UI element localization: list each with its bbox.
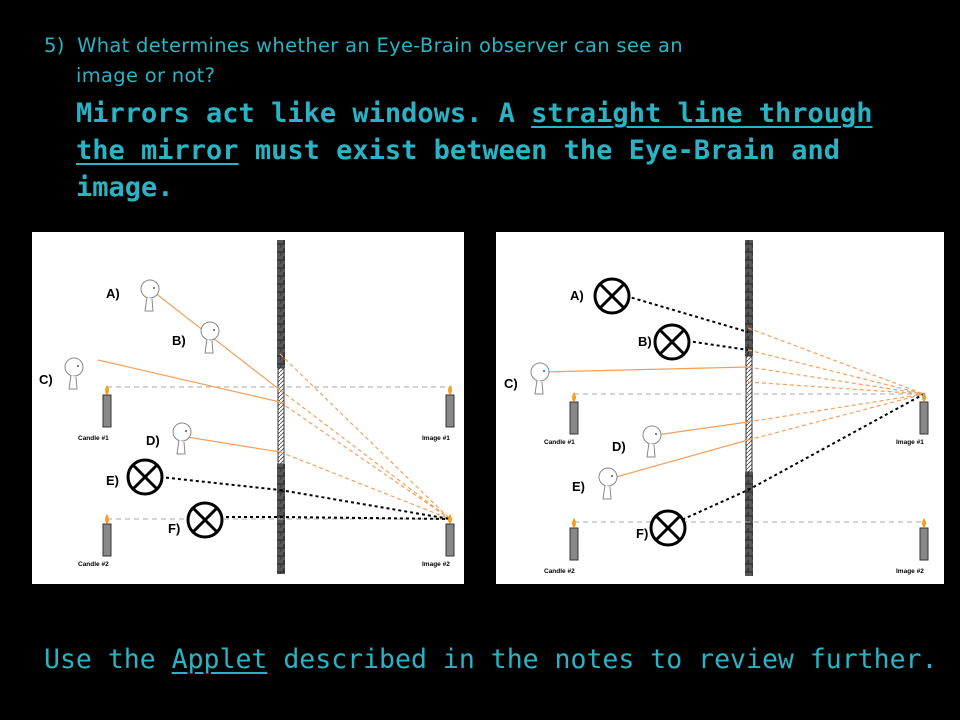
left-wall-top xyxy=(277,240,285,368)
right-image-1-label: Image #1 xyxy=(896,439,924,446)
right-candle-1-icon xyxy=(569,391,579,435)
right-mirror xyxy=(745,355,753,473)
left-rays xyxy=(97,288,451,520)
answer-underline-1: straight line through xyxy=(531,98,873,129)
left-mirror xyxy=(277,367,285,465)
left-observer-a xyxy=(140,279,160,312)
right-label-f: F) xyxy=(636,526,648,541)
left-image-2-icon xyxy=(445,513,455,557)
right-blocked-f-icon xyxy=(649,509,687,547)
left-candle-1-icon xyxy=(102,384,112,428)
left-observer-b xyxy=(200,321,220,354)
right-image-2-label: Image #2 xyxy=(896,568,924,575)
left-diagram: A) B) C) D) E) F) Candle #1 Candle #2 Im… xyxy=(32,232,464,584)
left-candle-2-label: Candle #2 xyxy=(78,561,109,568)
right-rays xyxy=(543,327,925,478)
left-image-1-label: Image #1 xyxy=(422,435,450,442)
left-image-1-icon xyxy=(445,384,455,428)
footer-after: described in the notes to review further… xyxy=(267,644,938,675)
right-observer-d xyxy=(642,425,662,458)
left-label-b: B) xyxy=(172,333,186,348)
right-label-b: B) xyxy=(638,334,652,349)
right-candle-2-label: Candle #2 xyxy=(544,568,575,575)
question-line-2: image or not? xyxy=(76,64,216,87)
right-blocked-a-icon xyxy=(593,277,631,315)
answer-text: Mirrors act like windows. A straight lin… xyxy=(76,95,876,206)
right-observer-c xyxy=(530,362,550,395)
left-label-a: A) xyxy=(106,286,120,301)
right-label-d: D) xyxy=(612,439,626,454)
applet-link[interactable]: Applet xyxy=(171,644,268,675)
answer-part-1: Mirrors act like windows. A xyxy=(76,98,532,129)
right-label-e: E) xyxy=(572,479,585,494)
right-candle-1-label: Candle #1 xyxy=(544,439,575,446)
left-observer-d xyxy=(172,422,192,455)
left-candle-2-icon xyxy=(102,513,112,557)
right-image-2-icon xyxy=(919,517,929,561)
left-image-2-label: Image #2 xyxy=(422,561,450,568)
left-blocked-e-icon xyxy=(126,458,164,496)
right-wall-top xyxy=(745,240,753,356)
right-image-1-icon xyxy=(919,391,929,435)
answer-part-2: must exist between the Eye-Brain and ima… xyxy=(76,135,841,203)
right-observer-e xyxy=(598,467,618,500)
left-observer-c xyxy=(64,357,84,390)
right-wall-bottom xyxy=(745,472,753,576)
left-blocked-f-icon xyxy=(186,501,224,539)
left-diagram-svg: A) B) C) D) E) F) Candle #1 Candle #2 Im… xyxy=(39,240,455,574)
left-blocked-rays xyxy=(159,476,451,520)
question-line-1: 5) What determines whether an Eye-Brain … xyxy=(44,34,683,57)
right-label-a: A) xyxy=(570,288,584,303)
right-label-c: C) xyxy=(504,376,518,391)
right-blocked-b-icon xyxy=(653,323,691,361)
footer-before: Use the xyxy=(44,644,172,675)
left-label-d: D) xyxy=(146,433,160,448)
footer-text: Use the Applet described in the notes to… xyxy=(44,644,937,675)
right-diagram-svg: A) B) C) D) E) F) Candle #1 Candle #2 Im… xyxy=(504,240,929,576)
answer-underline-2: the mirror xyxy=(76,135,239,166)
left-label-f: F) xyxy=(168,521,180,536)
question-number: 5) xyxy=(44,34,65,57)
right-diagram: A) B) C) D) E) F) Candle #1 Candle #2 Im… xyxy=(496,232,944,584)
right-candle-2-icon xyxy=(569,517,579,561)
left-candle-1-label: Candle #1 xyxy=(78,435,109,442)
question-text-1: What determines whether an Eye-Brain obs… xyxy=(77,34,683,57)
left-label-e: E) xyxy=(106,473,119,488)
left-label-c: C) xyxy=(39,372,53,387)
